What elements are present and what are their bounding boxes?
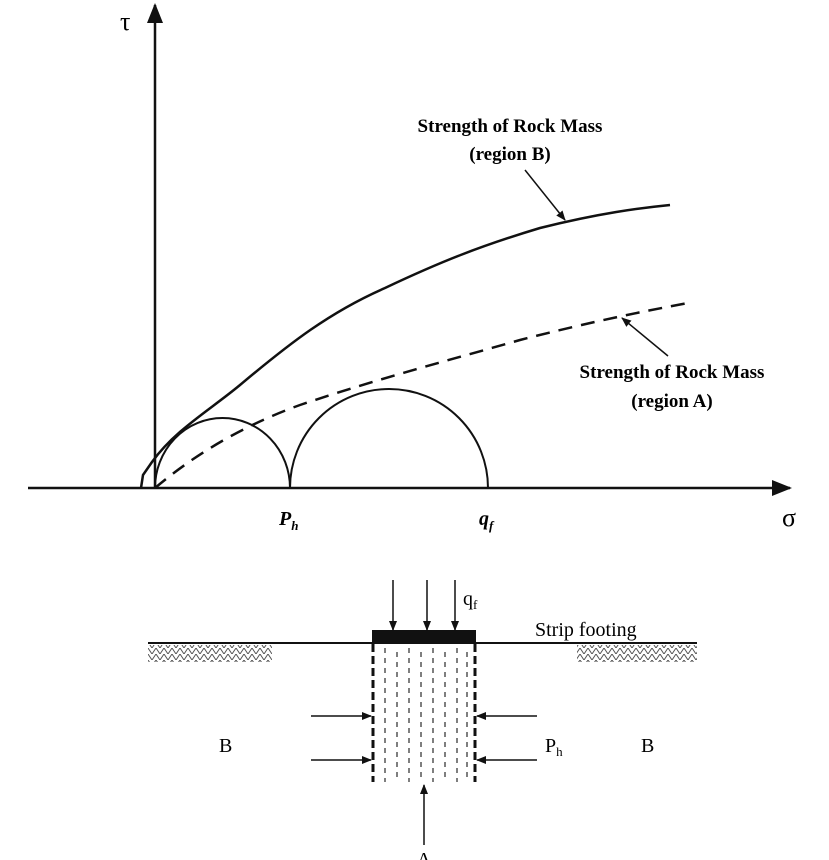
- region-b-right-label: B: [641, 735, 654, 757]
- region-b-envelope-label-line1: Strength of Rock Mass: [418, 116, 603, 137]
- region-b-pointer-arrow: [524, 169, 566, 221]
- strip-footing: [372, 630, 476, 644]
- region-a-envelope-label-line2: (region A): [631, 391, 712, 412]
- qf-tick-label: qf: [479, 508, 495, 533]
- sigma-axis-label: σ: [782, 503, 796, 532]
- pressure-label: Ph: [545, 735, 563, 759]
- region-b-left-label: B: [219, 735, 232, 757]
- region-a-column: [371, 644, 477, 782]
- footing-label: Strip footing: [535, 619, 637, 641]
- region-a-envelope-label-line1: Strength of Rock Mass: [580, 362, 765, 383]
- region-b-envelope-label-line2: (region B): [469, 144, 550, 165]
- ground-hatch-right: [577, 645, 697, 662]
- ph-tick-label: Ph: [278, 508, 298, 533]
- tau-axis-label: τ: [120, 7, 130, 36]
- region-a-label: A: [417, 849, 432, 860]
- mohr-circle-large: [289, 388, 489, 489]
- region-a-pointer-arrow: [621, 317, 669, 357]
- strength-envelope-region-a: [154, 301, 689, 489]
- mohr-circle-small: [154, 417, 291, 489]
- ground-hatch-left: [148, 645, 272, 662]
- strength-envelope-region-b: [139, 203, 671, 489]
- load-label: qf: [463, 588, 478, 612]
